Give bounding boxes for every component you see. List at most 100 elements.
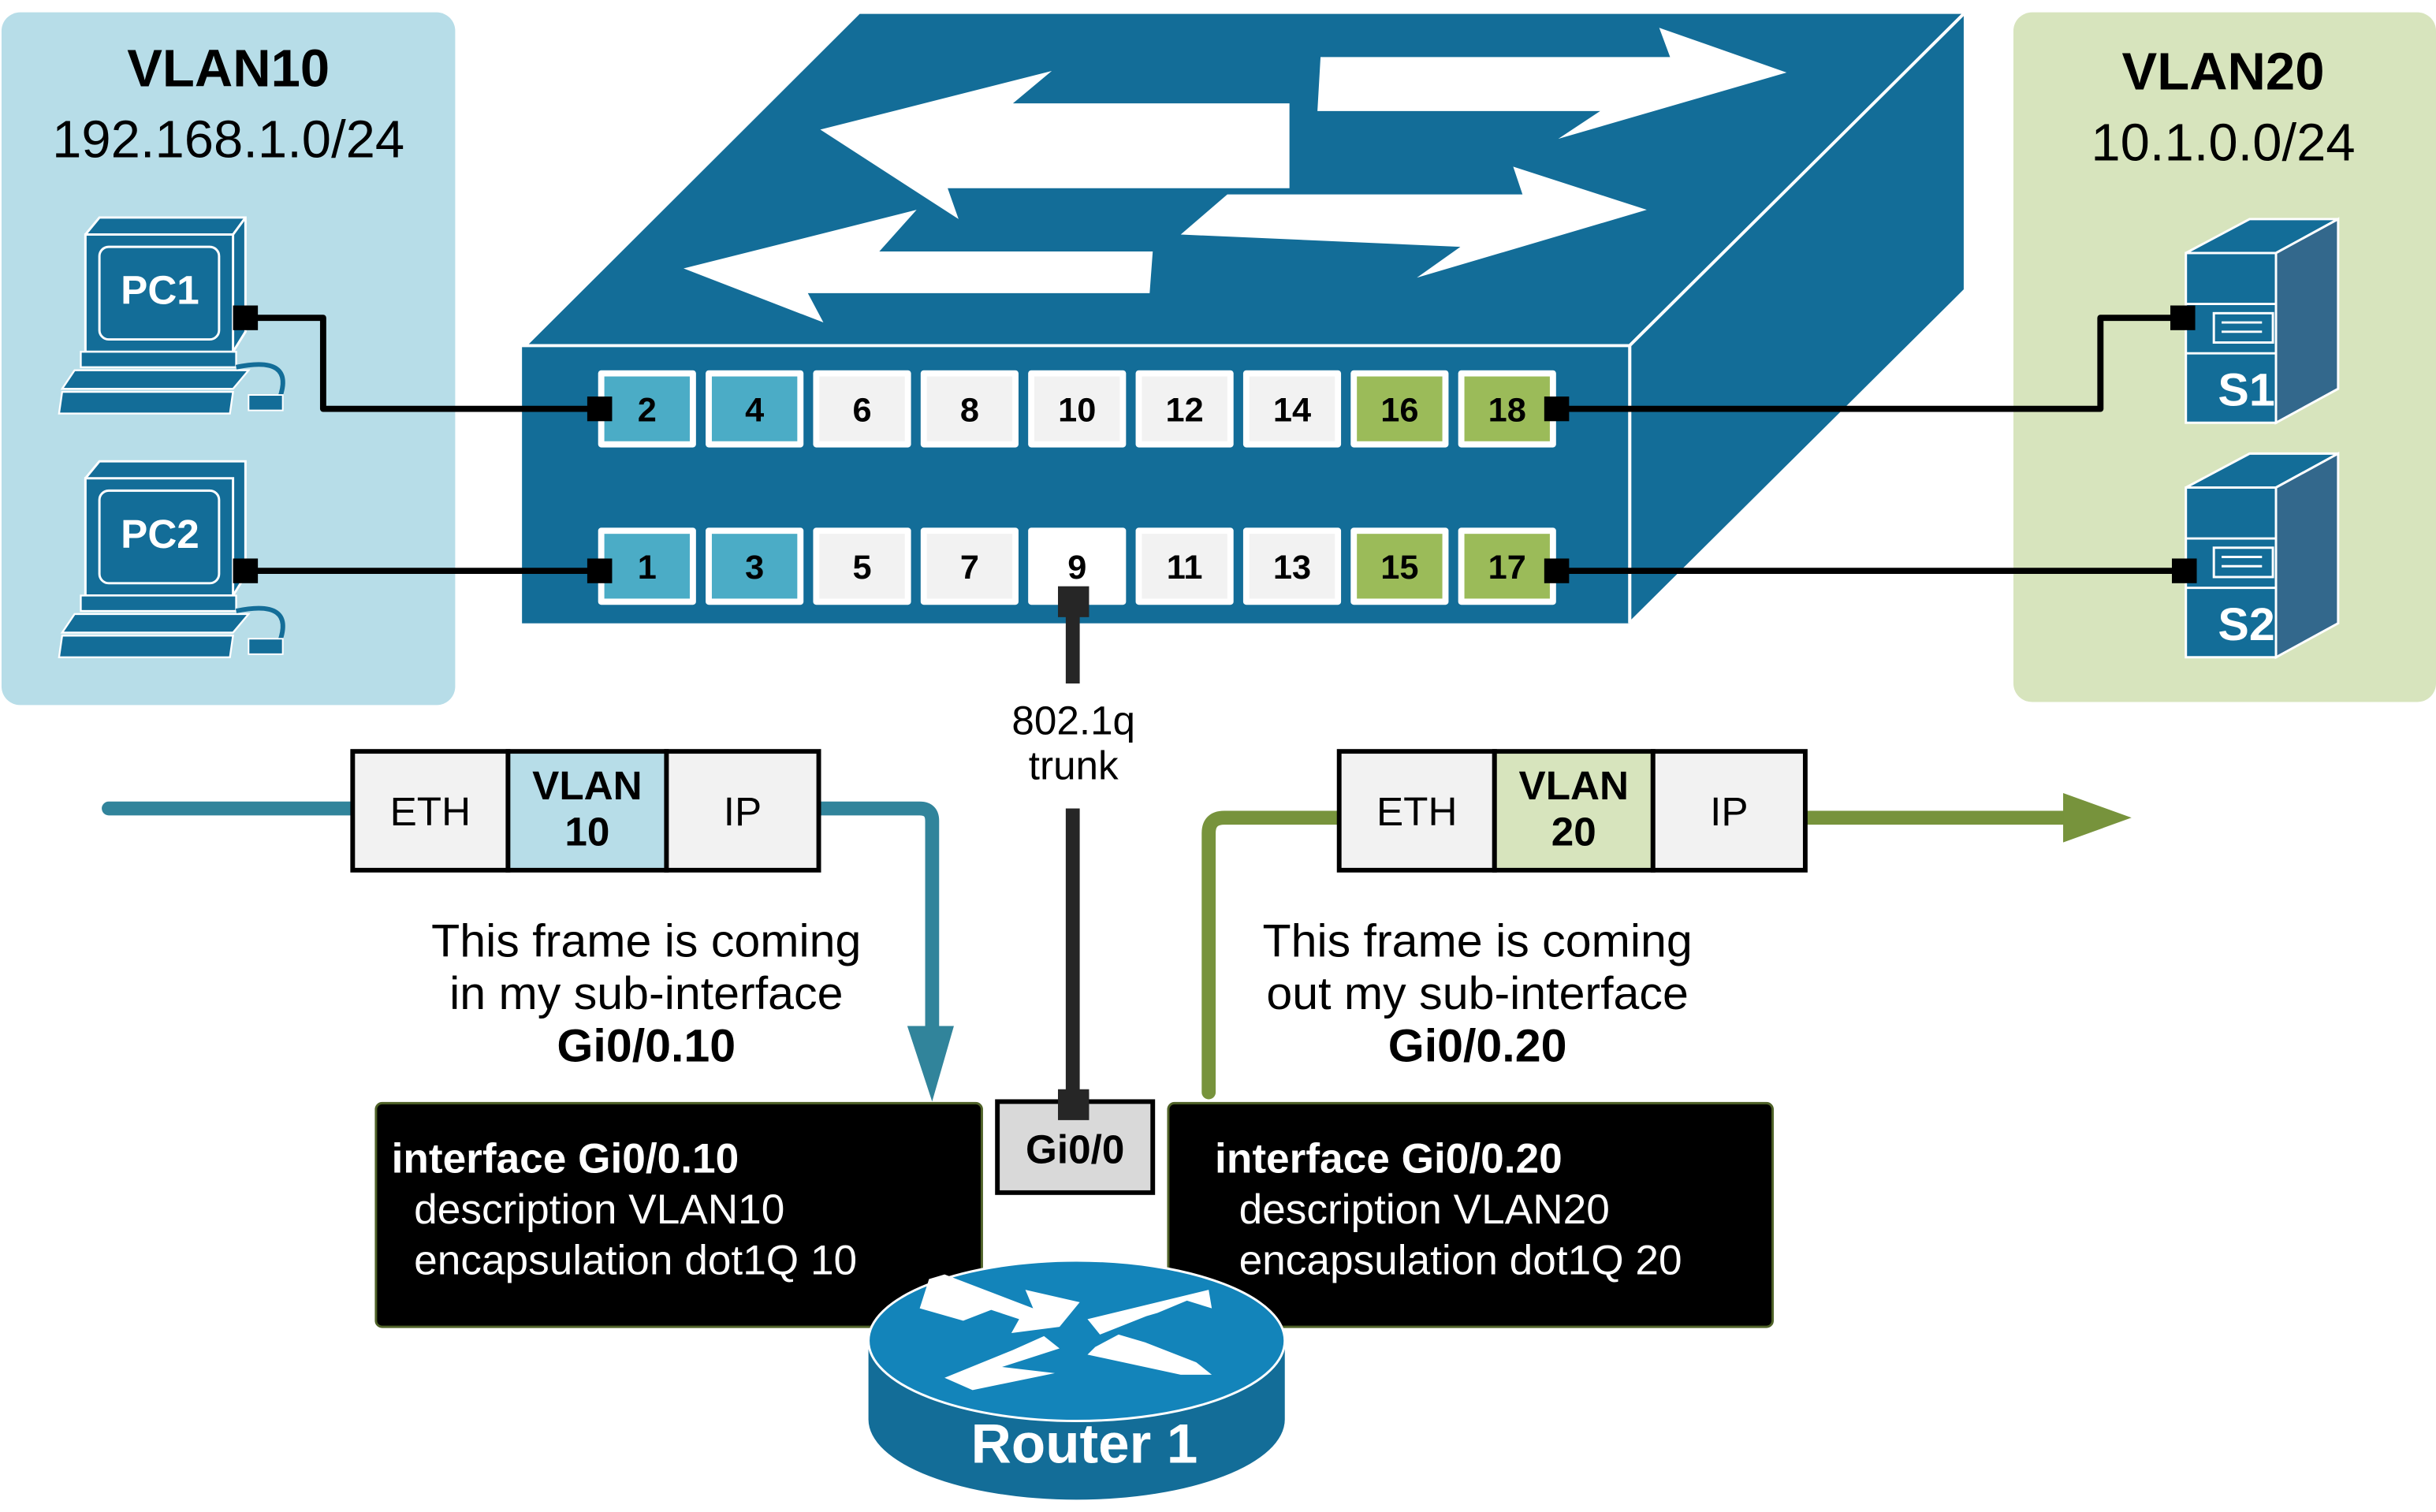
- svg-text:ETH: ETH: [1376, 789, 1457, 834]
- svg-text:10: 10: [564, 810, 609, 855]
- port-fill: [1249, 376, 1335, 441]
- port-number: 5: [852, 549, 871, 587]
- port-fill: [604, 534, 690, 599]
- trunk-label-line2: trunk: [1029, 743, 1119, 788]
- vlan10-arrowhead: [907, 1026, 954, 1102]
- port-number: 10: [1058, 391, 1096, 429]
- frame-ip-field: [664, 749, 821, 873]
- physical-interface-gi0-0: Gi0/0: [995, 1089, 1156, 1195]
- switch-port-5: 5: [813, 527, 911, 605]
- frame-vlan20: ETH VLAN 20 IP: [1336, 749, 1808, 873]
- svg-text:VLAN: VLAN: [532, 763, 642, 808]
- port-fill: [819, 534, 905, 599]
- port-number: 14: [1273, 391, 1311, 429]
- s1-label: S1: [2218, 365, 2274, 416]
- port-number: 8: [960, 391, 979, 429]
- svg-text:out my sub-interface: out my sub-interface: [1266, 968, 1689, 1019]
- port-number: 1: [638, 549, 657, 587]
- pc1-label: PC1: [121, 268, 199, 313]
- vlan10-flow-arrow: [102, 801, 940, 1041]
- frame-eth-field: [1336, 749, 1497, 873]
- port-number: 4: [745, 391, 764, 429]
- switch-arrow-right-1: [1317, 28, 1787, 140]
- frame-ip-field: [1650, 749, 1808, 873]
- switch-arrow-left-2: [683, 210, 1153, 323]
- cable-connectors: [233, 305, 2197, 583]
- cable-port18-s1: [1553, 315, 2183, 412]
- port-fill: [711, 376, 798, 441]
- trunk-cable: [1058, 586, 1089, 1120]
- svg-text:Gi0/0.10: Gi0/0.10: [557, 1021, 736, 1072]
- frame-eth-field: [350, 749, 511, 873]
- switch-ports-top-row: 2 4 6 8 10 12 14 16 18: [598, 370, 1556, 448]
- switch-port-13: 13: [1242, 527, 1342, 605]
- svg-text:description VLAN10: description VLAN10: [402, 1186, 784, 1233]
- server-s1-icon: S1: [2185, 217, 2340, 425]
- port-number: 3: [745, 549, 764, 587]
- svg-text:interface Gi0/0.10: interface Gi0/0.10: [392, 1136, 739, 1182]
- port-fill: [1249, 534, 1335, 599]
- config-box-gi0-0-10: interface Gi0/0.10 description VLAN10 en…: [374, 1101, 983, 1328]
- switch-port-10: 10: [1028, 370, 1127, 448]
- port-fill: [1357, 534, 1443, 599]
- vlan20-title: VLAN20: [2122, 43, 2325, 102]
- port-number: 17: [1488, 549, 1526, 587]
- port-number: 18: [1488, 391, 1526, 429]
- switch-port-4: 4: [706, 370, 804, 448]
- svg-text:IP: IP: [1710, 789, 1748, 834]
- switch-port-1: 1: [598, 527, 696, 605]
- frame-vlan10: ETH VLAN 10 IP: [350, 749, 821, 873]
- switch-port-15: 15: [1350, 527, 1449, 605]
- svg-text:IP: IP: [724, 789, 762, 834]
- switch-port-7: 7: [920, 527, 1019, 605]
- port-number: 9: [1067, 549, 1086, 587]
- port-fill: [1357, 376, 1443, 441]
- router-label: Router 1: [971, 1413, 1198, 1475]
- cable-pc1-port2: [245, 315, 600, 412]
- switch-port-16: 16: [1350, 370, 1449, 448]
- switch-port-12: 12: [1135, 370, 1234, 448]
- trunk-label-line1: 802.1q: [1011, 698, 1135, 743]
- port-fill: [1464, 376, 1550, 441]
- port-number: 13: [1273, 549, 1311, 587]
- frame-vlan-field: [505, 749, 669, 873]
- frame-vlan-field: [1492, 749, 1656, 873]
- port-fill: [926, 376, 1013, 441]
- svg-text:in my sub-interface: in my sub-interface: [449, 968, 843, 1019]
- port-fill: [819, 376, 905, 441]
- port-number: 15: [1380, 549, 1418, 587]
- svg-text:encapsulation dot1Q 20: encapsulation dot1Q 20: [1227, 1238, 1682, 1284]
- port-fill: [1464, 534, 1550, 599]
- svg-text:ETH: ETH: [390, 789, 471, 834]
- vlan20-flow-arrow: [1201, 810, 2081, 1100]
- switch-arrow-left-1: [820, 71, 1290, 219]
- switch-port-6: 6: [813, 370, 911, 448]
- port-fill: [711, 534, 798, 599]
- description-incoming: This frame is coming in my sub-interface…: [431, 916, 861, 1072]
- server-s2-icon: S2: [2185, 451, 2340, 660]
- s2-label: S2: [2218, 599, 2274, 650]
- port-fill: [1142, 376, 1227, 441]
- cables: [245, 315, 2183, 575]
- pc1-icon: PC1: [58, 216, 285, 415]
- port-number: 11: [1167, 549, 1203, 587]
- switch-port-18: 18: [1458, 370, 1556, 448]
- switch-port-8: 8: [920, 370, 1019, 448]
- switch-port-11: 11: [1135, 527, 1234, 605]
- svg-text:Gi0/0.20: Gi0/0.20: [1388, 1021, 1567, 1072]
- switch-port-2: 2: [598, 370, 696, 448]
- svg-text:This frame is coming: This frame is coming: [1262, 916, 1692, 967]
- port-fill: [604, 376, 690, 441]
- switch-port-3: 3: [706, 527, 804, 605]
- port-number: 6: [852, 391, 871, 429]
- svg-text:20: 20: [1551, 810, 1596, 855]
- port-number: 2: [638, 391, 657, 429]
- svg-text:encapsulation dot1Q 10: encapsulation dot1Q 10: [402, 1238, 857, 1284]
- switch-port-17: 17: [1458, 527, 1556, 605]
- vlan10-title: VLAN10: [127, 40, 330, 99]
- svg-text:Gi0/0: Gi0/0: [1026, 1127, 1124, 1172]
- svg-text:interface Gi0/0.20: interface Gi0/0.20: [1215, 1136, 1563, 1182]
- svg-text:description VLAN20: description VLAN20: [1227, 1186, 1610, 1233]
